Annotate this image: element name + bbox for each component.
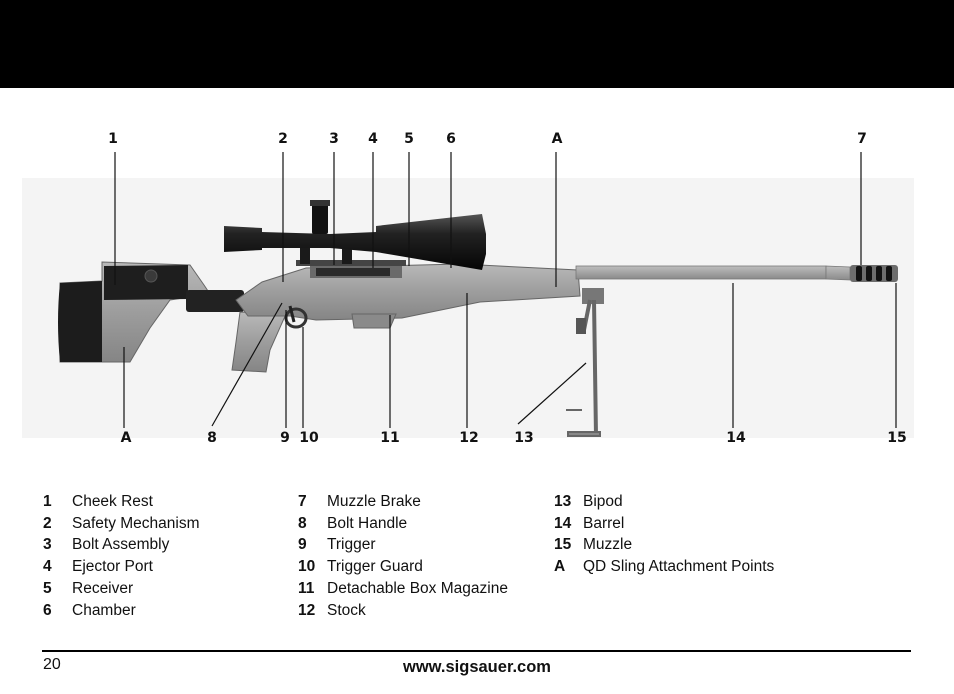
bipod-lower-leg-shape [576,318,586,334]
callout-bottom: 9 [280,430,290,446]
legend-item: 9 Trigger [298,534,508,556]
legend-label: Safety Mechanism [72,514,200,532]
legend-label: Chamber [72,601,136,619]
legend-number: 3 [43,536,52,554]
rifle-illustration [58,200,898,437]
legend-label: Bolt Assembly [72,536,170,554]
scope-turret-cap [310,200,330,206]
legend-label: Barrel [583,514,625,532]
legend-item: 1 Cheek Rest [43,491,200,513]
legend-number: 11 [298,579,315,597]
callout-bottom: 12 [459,430,478,446]
callout-bottom: 13 [514,430,533,446]
legend-column-1: 1 Cheek Rest 2 Safety Mechanism 3 Bolt Asse… [43,491,200,621]
scope-turret-shape [312,204,328,234]
legend-item: 15 Muzzle [554,534,774,556]
callout-top: A [552,131,563,147]
buttpad-shape [58,281,102,362]
legend-number: 13 [554,493,572,510]
footer-url: www.sigsauer.com [403,658,551,676]
buffer-tube-shape [186,290,244,312]
leader-line-13 [517,362,587,425]
cheek-rest-shape [104,265,188,300]
legend-item: 7 Muzzle Brake [298,491,508,513]
legend-item: 10 Trigger Guard [298,556,508,578]
legend-label: Cheek Rest [72,493,153,510]
footer-rule [42,650,911,652]
legend-number: 6 [43,601,52,619]
legend-label: Detachable Box Magazine [327,579,508,597]
legend-number: 4 [43,558,52,576]
legend-item: 13 Bipod [554,491,774,513]
legend-column-2: 7 Muzzle Brake 8 Bolt Handle 9 Trigger 10 Tr… [298,491,508,621]
legend-number: A [554,558,566,576]
callout-top: 5 [404,131,414,147]
callout-bottom: A [121,430,132,446]
legend-column-3: 13 Bipod 14 Barrel 15 Muzzle A QD Sling Atta… [554,491,774,578]
header-bar [0,0,954,88]
legend-number: 7 [298,493,307,510]
legend-item: 11 Detachable Box Magazine [298,578,508,600]
muzzle-brake-port-2 [866,266,872,281]
leader-line-8 [211,302,283,427]
legend-item: 2 Safety Mechanism [43,513,200,535]
scope-ring-rear [300,240,310,264]
ejector-port-shape [316,268,390,276]
callout-labels: 1 2 3 4 5 6 A 7 A 8 9 10 11 12 13 14 15 [108,131,907,446]
callout-top: 6 [446,131,456,147]
legend-number: 10 [298,558,316,576]
callout-bottom: 14 [726,430,746,446]
callout-bottom: 8 [207,430,217,446]
callout-top: 2 [278,131,288,147]
legend-label: Muzzle Brake [327,493,421,510]
muzzle-brake-port-3 [876,266,882,281]
legend-item: 6 Chamber [43,600,200,622]
callout-bottom: 11 [380,430,399,446]
scope-body-shape [224,214,486,270]
legend-label: Trigger [327,536,376,554]
scope-ring-front [342,240,352,264]
legend-label: Bipod [583,493,623,510]
legend-number: 9 [298,536,307,554]
bipod-foot-shape [566,409,601,437]
legend-item: 14 Barrel [554,513,774,535]
callout-bottom: 15 [887,430,906,446]
cheek-rest-knob [144,269,158,283]
barrel-taper-shape [825,265,851,281]
legend-number: 5 [43,579,52,597]
callout-top: 7 [857,131,867,147]
callout-bottom: 10 [299,430,319,446]
legend-item: A QD Sling Attachment Points [554,556,774,578]
legend-item: 5 Receiver [43,578,200,600]
legend-label: Bolt Handle [327,514,408,532]
callout-top: 4 [368,131,378,147]
legend-number: 2 [43,514,52,532]
rifle-diagram: 1 2 3 4 5 6 A 7 A 8 9 10 11 12 13 14 15 [22,131,914,446]
legend-item: 4 Ejector Port [43,556,200,578]
legend-number: 8 [298,514,307,532]
legend-item: 3 Bolt Assembly [43,534,200,556]
legend-number: 12 [298,601,316,619]
muzzle-brake-port-1 [856,266,862,281]
legend-label: QD Sling Attachment Points [583,558,775,576]
legend-label: Ejector Port [72,558,153,576]
bipod-mount-shape [582,288,604,304]
legend-number: 15 [554,536,572,554]
trigger-shape [288,305,296,323]
legend-number: 14 [554,514,572,532]
legend-label: Receiver [72,579,134,597]
legend-label: Stock [327,601,366,619]
legend-item: 8 Bolt Handle [298,513,508,535]
legend-label: Muzzle [583,536,633,554]
barrel-shape [575,265,827,280]
legend-number: 1 [43,493,52,510]
page-number: 20 [43,656,61,673]
callout-top: 1 [108,131,118,147]
callout-top: 3 [329,131,339,147]
leader-lines [114,152,897,428]
legend-label: Trigger Guard [327,558,423,576]
muzzle-brake-port-4 [886,266,892,281]
legend-item: 12 Stock [298,600,508,622]
